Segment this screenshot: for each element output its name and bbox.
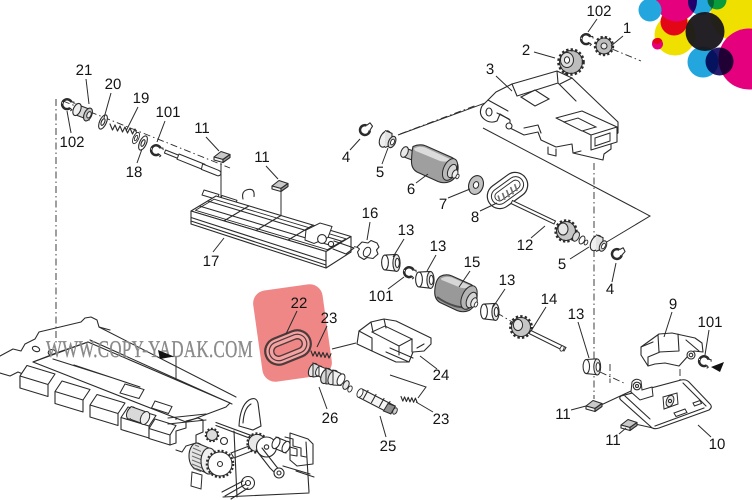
svg-text:1: 1 [623, 20, 631, 37]
svg-text:23: 23 [433, 411, 450, 428]
svg-text:11: 11 [194, 120, 210, 137]
svg-text:13: 13 [568, 306, 585, 323]
svg-text:10: 10 [709, 436, 726, 453]
svg-text:102: 102 [59, 134, 84, 151]
svg-text:13: 13 [430, 238, 447, 255]
svg-text:2: 2 [522, 42, 530, 59]
svg-text:8: 8 [471, 209, 479, 226]
svg-text:17: 17 [203, 253, 220, 270]
svg-text:21: 21 [76, 62, 93, 79]
svg-text:4: 4 [606, 281, 614, 298]
svg-text:13: 13 [398, 222, 415, 239]
svg-text:26: 26 [322, 410, 339, 427]
svg-text:101: 101 [155, 104, 180, 121]
svg-text:15: 15 [464, 254, 481, 271]
svg-text:25: 25 [380, 438, 397, 455]
svg-text:11: 11 [605, 432, 621, 449]
svg-text:12: 12 [517, 237, 534, 254]
svg-text:23: 23 [321, 310, 338, 327]
svg-text:3: 3 [486, 61, 494, 78]
svg-text:14: 14 [541, 291, 558, 308]
svg-text:101: 101 [368, 288, 393, 305]
svg-text:9: 9 [669, 296, 677, 313]
svg-text:13: 13 [499, 272, 516, 289]
svg-text:16: 16 [362, 205, 379, 222]
svg-text:6: 6 [407, 181, 415, 198]
svg-text:19: 19 [133, 90, 150, 107]
svg-text:7: 7 [439, 196, 447, 213]
svg-text:5: 5 [558, 256, 566, 273]
svg-text:5: 5 [376, 164, 384, 181]
svg-text:20: 20 [105, 76, 122, 93]
svg-text:101: 101 [697, 314, 722, 331]
svg-text:22: 22 [291, 295, 308, 312]
svg-text:24: 24 [433, 367, 450, 384]
svg-text:18: 18 [126, 164, 143, 181]
svg-text:WWW.COPY-YADAK.COM: WWW.COPY-YADAK.COM [46, 337, 253, 363]
svg-text:102: 102 [586, 3, 611, 20]
svg-text:11: 11 [555, 406, 571, 423]
svg-text:4: 4 [342, 149, 350, 166]
svg-text:11: 11 [254, 149, 270, 166]
